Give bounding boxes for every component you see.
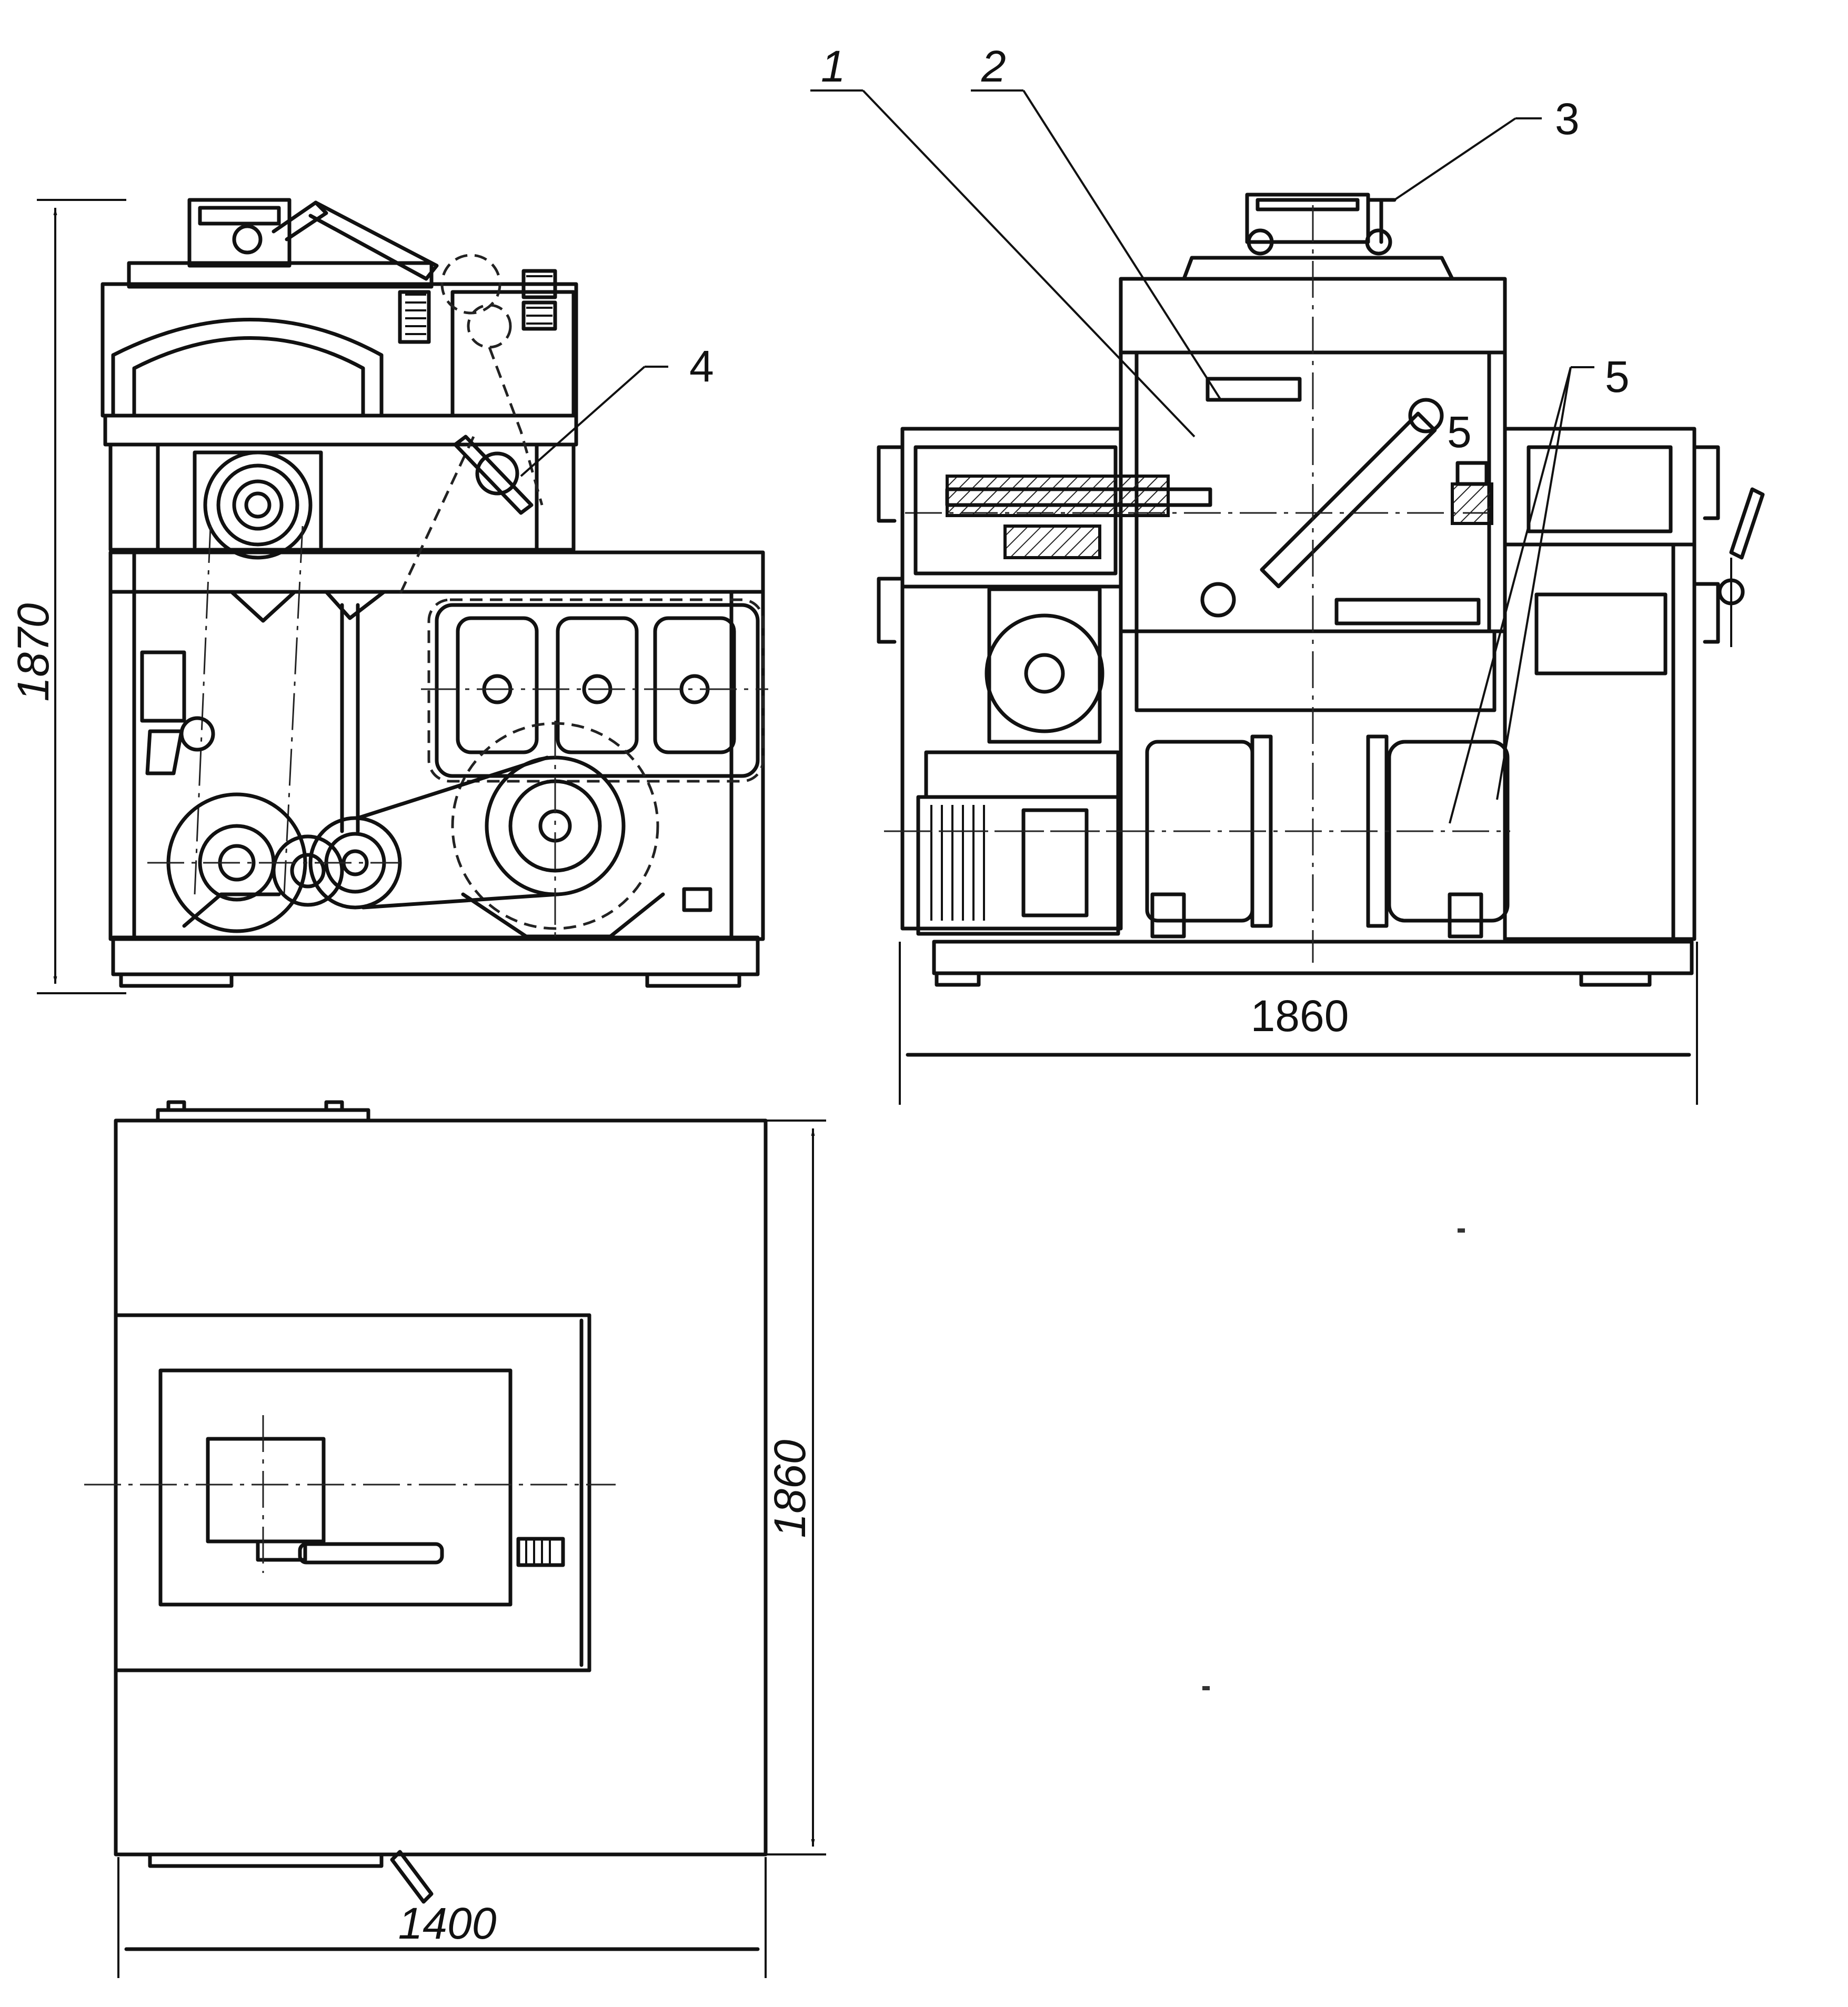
plan-view: 1860 1400 [84, 1100, 826, 1978]
callout-3: 3 [1555, 94, 1580, 144]
width-dimension: 1400 [117, 1857, 767, 1978]
mixing-paddle [1200, 398, 1444, 618]
callout-1: 1 [821, 42, 846, 91]
callout-4: 4 [689, 341, 714, 391]
front-view: 1 2 3 5 5 1860 [810, 42, 1765, 1105]
callouts-front: 1 2 3 5 5 [810, 42, 1630, 824]
depth-dimension: 1860 [765, 1120, 826, 1855]
callout-2: 2 [981, 42, 1006, 91]
callout-5-secondary: 5 [1447, 407, 1472, 457]
motor-windows [456, 616, 736, 754]
height-dimension-label: 1870 [8, 603, 58, 701]
spring-mechanism [398, 254, 557, 596]
callout-5: 5 [1605, 352, 1630, 401]
side-view: 1870 [8, 198, 768, 994]
length-dimension: 1860 [899, 942, 1698, 1105]
depth-dimension-label: 1860 [765, 1439, 815, 1538]
length-dimension-label: 1860 [1251, 991, 1349, 1041]
height-dimension: 1870 [8, 199, 126, 994]
width-dimension-label: 1400 [398, 1899, 497, 1948]
